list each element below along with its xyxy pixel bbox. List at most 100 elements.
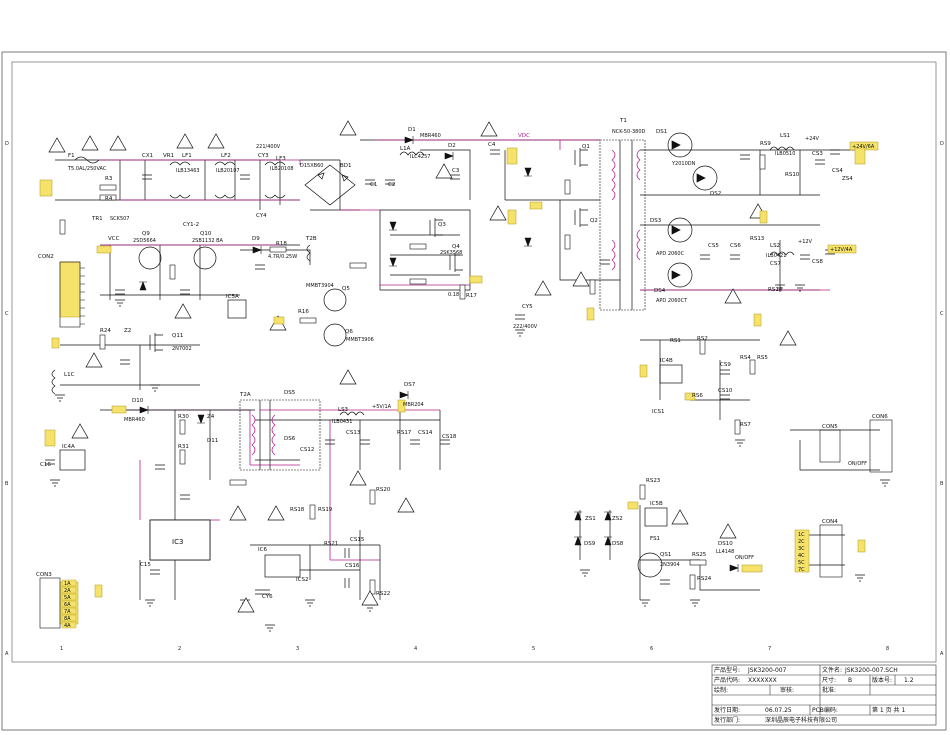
label-d9: D9 [252, 236, 260, 242]
diode-symbols [139, 136, 739, 572]
label-z2: Z2 [124, 328, 131, 334]
sheet-inner-frame [11, 61, 937, 663]
label-cs16: CS16 [345, 563, 360, 569]
label-rs19: RS19 [318, 507, 333, 513]
label-con4: CON4 [822, 519, 838, 525]
label-fs1: FS1 [650, 536, 660, 542]
label-ds7: DS7 [404, 382, 416, 388]
label-cs5: CS5 [708, 243, 719, 249]
connector-con3 [39, 577, 61, 629]
label-out-24v: +24V/6A [852, 144, 875, 150]
label-r17-value: 0.18 [448, 292, 459, 298]
label-r24: R24 [100, 328, 111, 334]
tb-page: 第 1 页 共 1 [872, 706, 905, 714]
con3-tag: 5A [64, 595, 71, 601]
label-rs20: RS20 [376, 487, 391, 493]
label-q11: Q11 [172, 333, 183, 339]
optocoupler-ic5a [227, 299, 247, 319]
con4-tag: 5C [798, 560, 805, 566]
con4-tag: 3C [798, 546, 805, 552]
label-ds1: DS1 [656, 129, 667, 135]
label-r17: R17 [466, 293, 477, 299]
label-ics1: ICS1 [652, 409, 664, 415]
label-ds2: DS2 [710, 191, 721, 197]
label-ic3: IC3 [172, 538, 183, 546]
optocoupler-ic6 [264, 554, 301, 578]
rectifier-ds4 [667, 262, 693, 288]
label-cs4: CS4 [832, 168, 843, 174]
warning-icon [671, 509, 689, 525]
row-markers: D C B A D C B A [5, 141, 944, 657]
label-cs13: CS13 [346, 430, 361, 436]
con3-tag: 8A [64, 616, 71, 622]
label-t1: T1 [619, 118, 627, 124]
column-label: 3 [296, 646, 299, 652]
bridge-rectifier [304, 164, 356, 206]
diode-d4 [389, 221, 397, 231]
column-label: 5 [532, 646, 535, 652]
label-c2: C2 [388, 182, 395, 188]
label-t2b: T2B [305, 236, 317, 242]
tb-product-model: JSK3200-007 [747, 667, 787, 674]
mosfet-q11 [149, 333, 163, 352]
label-tr1-value: SCK507 [110, 216, 130, 222]
label-p5v1a: +5V/1A [372, 404, 392, 410]
label-q5-value: MMBT3904 [306, 283, 334, 289]
transistor-qs1 [637, 552, 663, 578]
con4-tag: 1C [798, 532, 805, 538]
transformer-t2a-box [239, 399, 321, 471]
transistor-q10 [193, 246, 217, 270]
mosfet-q1 [574, 148, 588, 167]
zener-z4 [197, 414, 205, 424]
label-p12v: +12V [798, 239, 813, 245]
wires-main [55, 139, 860, 390]
warning-icon [349, 470, 367, 486]
label-cs8: CS8 [812, 259, 823, 265]
tb-release-date: 06.07.25 [765, 707, 792, 714]
warning-icon [534, 280, 552, 296]
mosfet-q3 [429, 218, 443, 237]
label-d10-value: MBR460 [124, 417, 145, 423]
con3-tag: 4A [64, 623, 71, 629]
label-l1a: L1A [400, 146, 411, 152]
label-z4: Z4 [207, 414, 215, 420]
label-q4: Q4 [452, 244, 460, 250]
label-lf2: LF2 [221, 153, 231, 159]
label-ls1-value: ILB0510 [775, 151, 795, 157]
tb-file-name: JSK3200-007.SCH [844, 667, 898, 674]
label-cs3: CS3 [812, 151, 823, 157]
label-ds10-value: LL4148 [716, 549, 734, 555]
rectifier-ds1 [667, 132, 693, 158]
tb-size: B [848, 677, 852, 684]
rectifier-ds2 [692, 165, 718, 191]
label-ds10: DS10 [718, 541, 733, 547]
label-rs7: RS7 [740, 422, 751, 428]
tb-drawn-label: 绘制: [714, 686, 728, 694]
zener-zs2 [604, 511, 612, 521]
con4-tags: 1C 2C 3C 4C 5C 7C [798, 532, 805, 573]
warning-icon [397, 497, 415, 513]
label-rs23: RS23 [646, 478, 661, 484]
label-rs2: RS2 [697, 336, 708, 342]
warning-icon [724, 288, 742, 304]
label-cy5-value: 222/400V [513, 324, 538, 330]
label-t1-value: NCK-50-380D [612, 129, 645, 135]
label-f1-value: T5.0AL/250VAC [67, 166, 107, 172]
label-ls3: LS3 [338, 407, 349, 413]
con3-tags: 1A 2A 5A 6A 7A 8A 4A [61, 579, 77, 629]
tb-size-label: 尺寸: [822, 676, 836, 684]
warning-triangles [48, 120, 797, 613]
optocoupler-ic4a [59, 449, 86, 471]
label-rs10: RS10 [785, 172, 800, 178]
sheet-outer-frame [1, 51, 947, 731]
label-rs4: RS4 [740, 355, 751, 361]
label-c16: C16 [40, 462, 51, 468]
label-vdc: VDC [518, 133, 530, 139]
column-label: 2 [178, 646, 181, 652]
warning-icon [267, 505, 285, 521]
warning-icon [176, 133, 194, 149]
warning-icon [109, 135, 127, 151]
label-bd1-value: D15XB60 [300, 163, 323, 169]
column-label: 1 [60, 646, 63, 652]
diode-ds7 [399, 391, 409, 399]
